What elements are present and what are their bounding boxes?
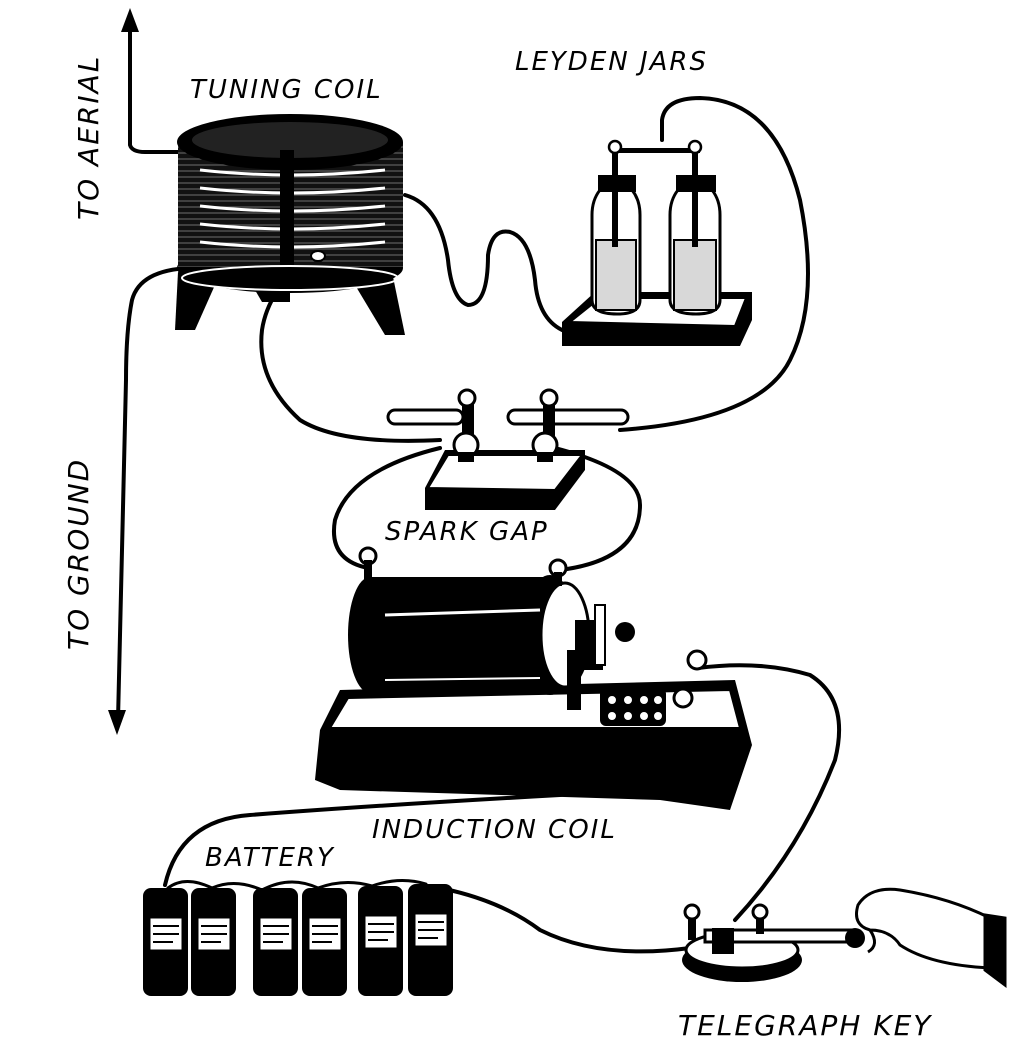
inductioncoil-to-key-wire (696, 663, 842, 922)
battery-cell (253, 888, 298, 996)
jars-to-sparkgap-wire (618, 95, 810, 432)
label-leyden-jars: LEYDEN JARS (515, 47, 708, 77)
battery-cell (358, 886, 403, 996)
tuning-coil (175, 114, 405, 335)
operator-hand (855, 887, 1007, 988)
label-telegraph-key: TELEGRAPH KEY (678, 1009, 932, 1042)
label-battery: BATTERY (205, 843, 335, 873)
battery (143, 884, 453, 996)
aerial-arrow-icon (121, 8, 139, 32)
battery-cell (408, 884, 453, 996)
battery-links (166, 879, 428, 892)
spark-gap (386, 388, 630, 510)
wires (116, 23, 842, 954)
aerial-wire (128, 23, 192, 154)
label-to-ground: TO GROUND (62, 458, 95, 650)
label-induction-coil: INDUCTION COIL (372, 815, 617, 845)
coil-to-jars-wire (403, 193, 564, 332)
battery-cell (302, 888, 347, 996)
telegraph-key (682, 903, 865, 982)
battery-cell (191, 888, 236, 996)
ground-wire (116, 266, 192, 722)
label-tuning-coil: TUNING COIL (190, 75, 383, 105)
ground-arrow-icon (108, 710, 126, 735)
label-spark-gap: SPARK GAP (385, 517, 549, 547)
induction-coil (315, 546, 752, 810)
battery-to-key-wire (438, 886, 692, 954)
label-to-aerial: TO AERIAL (72, 55, 105, 220)
leyden-jars (562, 139, 752, 346)
sparkgap-to-inductioncoil-right-wire (553, 446, 643, 572)
sparkgap-to-inductioncoil-left-wire (332, 446, 442, 570)
battery-cell (143, 888, 188, 996)
